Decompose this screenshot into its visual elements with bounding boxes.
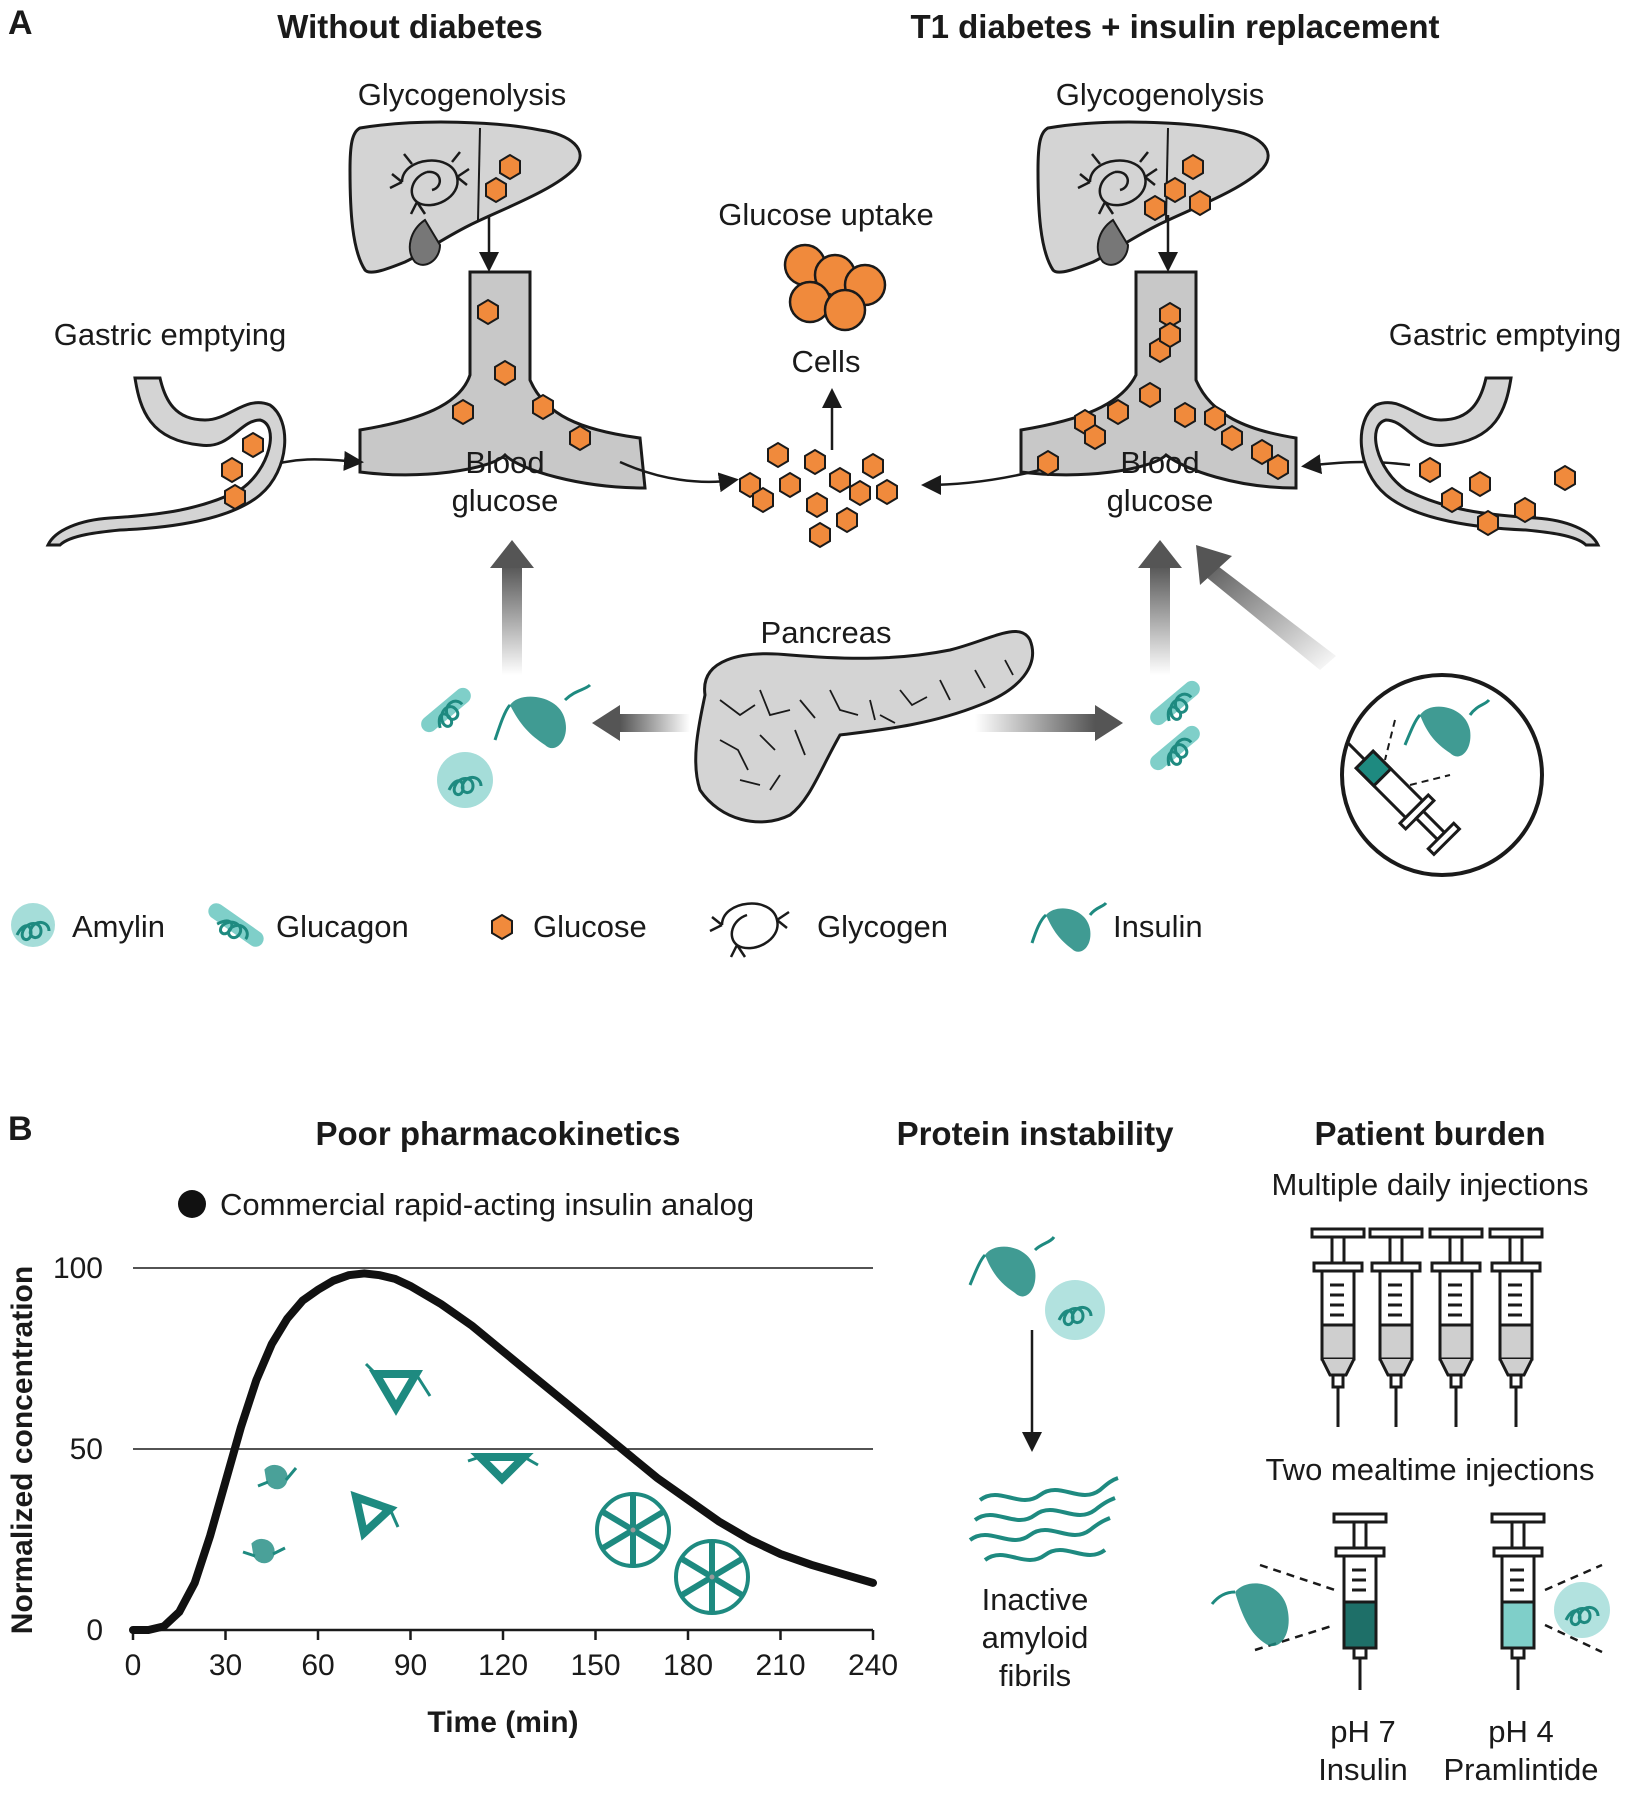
x-tick-label-150: 150 — [570, 1649, 620, 1682]
insulin-icon — [1030, 901, 1108, 952]
blood-glucose-right-line2: glucose — [1107, 483, 1214, 518]
amylin-icon — [11, 903, 55, 947]
pancreas — [694, 629, 1035, 824]
syringe-insulin-name: Insulin — [1318, 1752, 1408, 1787]
cells-label: Cells — [792, 344, 861, 379]
blood-vessel-right — [921, 270, 1411, 495]
right-title: T1 diabetes + insulin replacement — [910, 8, 1439, 45]
series-legend-marker — [178, 1190, 206, 1218]
x-tick-label-180: 180 — [663, 1649, 713, 1682]
chart-ticks: 0 30 60 90 120 150 180 210 240 0 50 100 — [53, 1252, 898, 1682]
chart-gridlines — [133, 1267, 873, 1450]
glycogen-icon — [709, 902, 790, 958]
glucose-pool — [739, 442, 898, 548]
mealtime-syringes — [1210, 1512, 1610, 1690]
x-tick-label-0: 0 — [125, 1649, 142, 1682]
left-title: Without diabetes — [277, 8, 543, 45]
syringe-pram-name: Pramlintide — [1443, 1752, 1598, 1787]
legend-label-amylin: Amylin — [72, 909, 165, 944]
syringe-insulin-ph: pH 7 — [1330, 1714, 1395, 1749]
y-axis-title: Normalized concentration — [6, 1266, 39, 1634]
glycogenolysis-left-label: Glycogenolysis — [358, 77, 566, 112]
two-injections-label: Two mealtime injections — [1265, 1452, 1594, 1487]
series-line-rapid-acting-insulin — [129, 1269, 877, 1634]
blood-glucose-left-line1: Blood — [465, 445, 544, 480]
panel-a-letter: A — [8, 4, 33, 42]
panel-b-letter: B — [8, 1110, 33, 1148]
fibrils-label-line3: fibrils — [999, 1658, 1071, 1693]
glucose-uptake-label: Glucose uptake — [718, 197, 933, 232]
instability-graphic — [968, 1236, 1119, 1562]
x-tick-label-120: 120 — [478, 1649, 528, 1682]
multiple-injections-label: Multiple daily injections — [1271, 1167, 1588, 1202]
gradient-arrows — [490, 540, 1336, 741]
legend-label-insulin: Insulin — [1113, 909, 1203, 944]
insulin-oligomers — [242, 1362, 750, 1615]
series-legend-label: Commercial rapid-acting insulin analog — [220, 1187, 754, 1222]
legend-label-glycogen: Glycogen — [817, 909, 948, 944]
liver-right — [1036, 120, 1270, 274]
blood-glucose-right-line1: Blood — [1120, 445, 1199, 480]
y-tick-label-100: 100 — [53, 1252, 103, 1285]
glucose-icon — [491, 913, 513, 941]
gastric-right-label: Gastric emptying — [1389, 317, 1622, 352]
glycogenolysis-right-label: Glycogenolysis — [1056, 77, 1264, 112]
legend: Amylin Glucagon Glucose Glycogen Insulin — [11, 901, 1203, 958]
blood-glucose-left-line2: glucose — [452, 483, 559, 518]
daily-syringes — [1310, 1227, 1544, 1429]
pk-title: Poor pharmacokinetics — [316, 1115, 681, 1152]
injection-inset — [1340, 673, 1544, 877]
stomach-right — [1359, 376, 1601, 547]
pancreas-label: Pancreas — [761, 615, 892, 650]
x-axis-title: Time (min) — [427, 1706, 578, 1739]
instability-title: Protein instability — [897, 1115, 1175, 1152]
glucagon-icon — [208, 903, 264, 948]
gastric-left-label: Gastric emptying — [54, 317, 287, 352]
left-hormones — [421, 683, 592, 808]
x-tick-label-60: 60 — [301, 1649, 334, 1682]
x-tick-label-240: 240 — [848, 1649, 898, 1682]
right-hormones — [1150, 680, 1200, 771]
y-tick-label-50: 50 — [70, 1433, 103, 1466]
fibrils-label-line1: Inactive — [982, 1582, 1089, 1617]
liver-left — [348, 120, 582, 274]
y-tick-label-0: 0 — [86, 1614, 103, 1647]
stomach-left — [45, 376, 287, 547]
glycogen-icon — [389, 151, 470, 215]
x-tick-label-30: 30 — [209, 1649, 242, 1682]
cells-cluster — [783, 243, 887, 332]
x-tick-label-90: 90 — [394, 1649, 427, 1682]
legend-label-glucose: Glucose — [533, 909, 647, 944]
x-tick-label-210: 210 — [755, 1649, 805, 1682]
syringe-pram-ph: pH 4 — [1488, 1714, 1553, 1749]
legend-label-glucagon: Glucagon — [276, 909, 409, 944]
burden-title: Patient burden — [1314, 1115, 1545, 1152]
fibrils-label-line2: amyloid — [982, 1620, 1089, 1655]
